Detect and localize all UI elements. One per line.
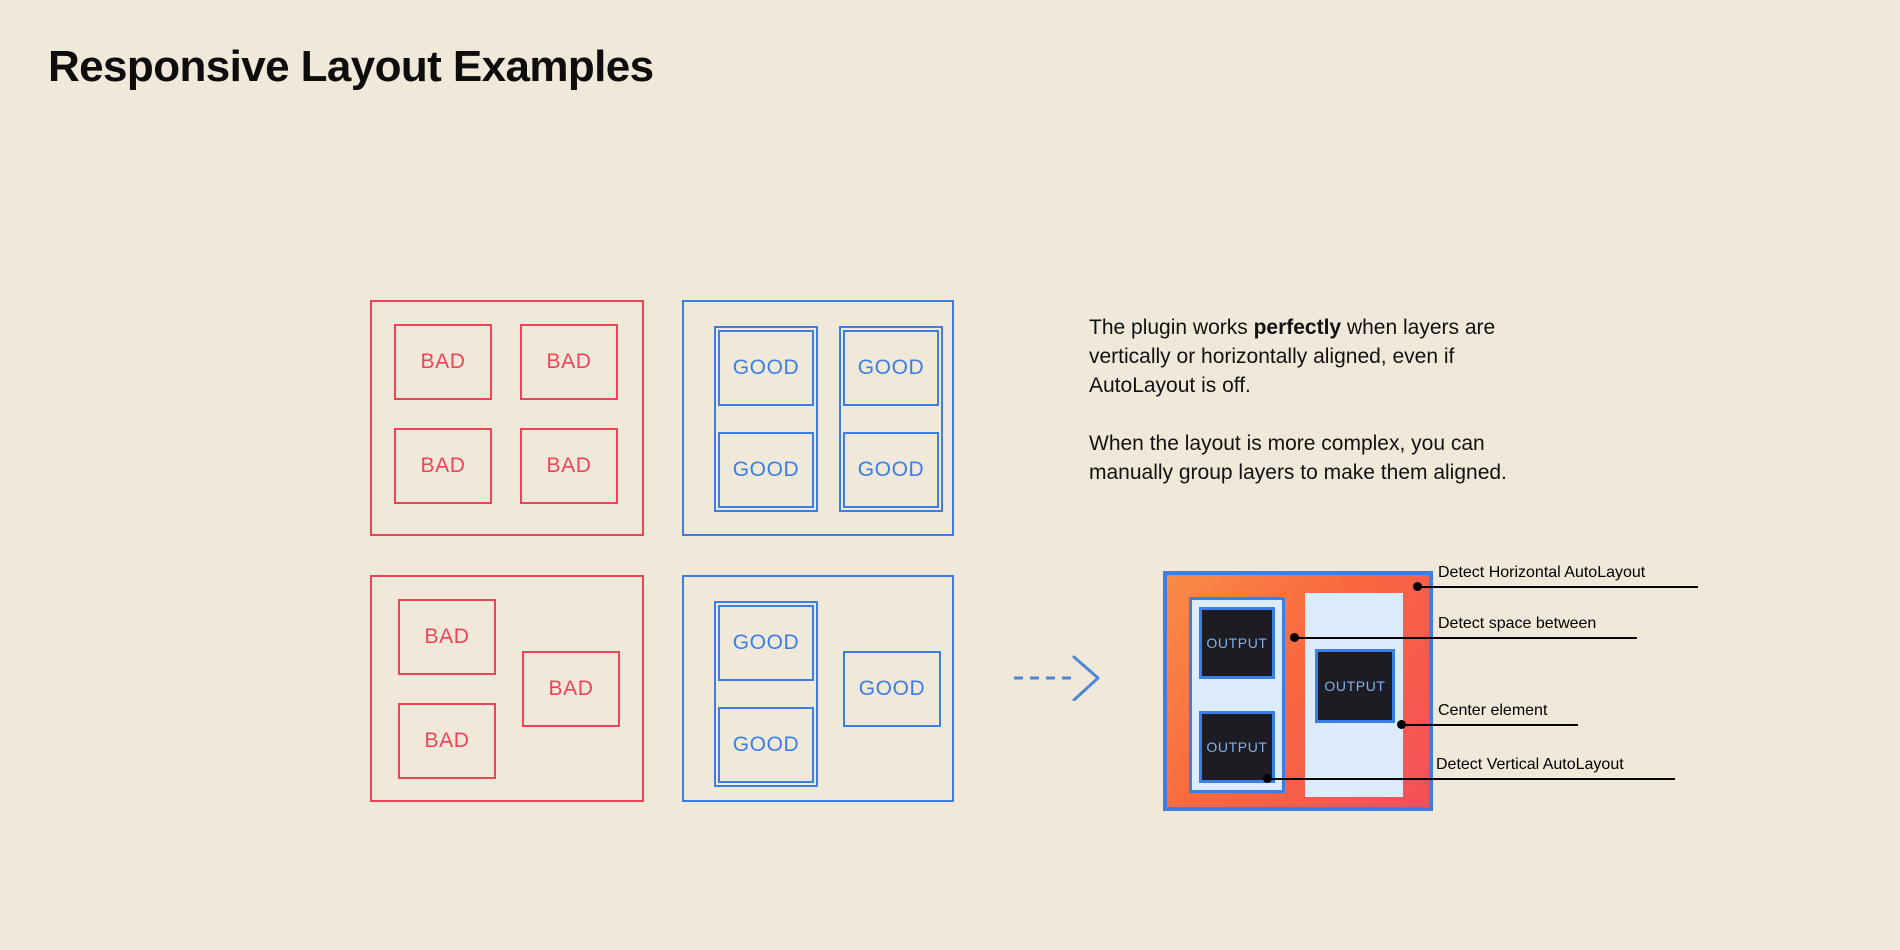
showcase-frame: OUTPUT OUTPUT OUTPUT xyxy=(1163,571,1433,811)
cell-label: GOOD xyxy=(732,356,800,379)
cell-label: GOOD xyxy=(732,458,800,481)
showcase-right-column: OUTPUT xyxy=(1305,593,1403,797)
cell-good: GOOD xyxy=(843,432,939,508)
example-panel-bottom-good: GOOD GOOD GOOD xyxy=(682,575,954,802)
cell-label: GOOD xyxy=(858,677,926,700)
paragraph-two-text: When the layout is more complex, you can… xyxy=(1089,432,1507,484)
example-panel-bottom-bad: BAD BAD BAD xyxy=(370,575,644,802)
callout-rule xyxy=(1266,778,1675,780)
cell-label: GOOD xyxy=(857,458,925,481)
showcase-left-group: OUTPUT OUTPUT xyxy=(1189,597,1285,793)
cell-label: BAD xyxy=(424,625,470,648)
output-box: OUTPUT xyxy=(1315,649,1395,723)
output-box: OUTPUT xyxy=(1199,607,1275,679)
cell-bad: BAD xyxy=(520,428,618,504)
group-rect-left xyxy=(714,326,818,512)
paragraph-one-lead: The plugin works xyxy=(1089,316,1254,339)
cell-bad: BAD xyxy=(520,324,618,400)
group-rect-right xyxy=(839,326,943,512)
callout-rule xyxy=(1416,586,1698,588)
example-panel-top-good: GOOD GOOD GOOD GOOD xyxy=(682,300,954,536)
output-box: OUTPUT xyxy=(1199,711,1275,783)
cell-good: GOOD xyxy=(718,605,814,681)
paragraph-two: When the layout is more complex, you can… xyxy=(1089,429,1529,487)
cell-label: GOOD xyxy=(732,631,800,654)
paragraph-one-tail: when layers are vertically or horizontal… xyxy=(1089,316,1496,397)
callout-label: Detect Vertical AutoLayout xyxy=(1436,756,1624,773)
dashed-arrow-right-icon xyxy=(1012,655,1102,702)
cell-label: BAD xyxy=(424,729,470,752)
cell-label: GOOD xyxy=(732,733,800,756)
cell-label: BAD xyxy=(546,350,592,373)
cell-label: BAD xyxy=(548,677,594,700)
cell-label: GOOD xyxy=(857,356,925,379)
output-label: OUTPUT xyxy=(1324,678,1386,694)
cell-label: BAD xyxy=(420,350,466,373)
paragraph-one-emphasis: perfectly xyxy=(1253,316,1342,339)
cell-bad: BAD xyxy=(394,428,492,504)
cell-good: GOOD xyxy=(843,330,939,406)
example-panel-top-bad: BAD BAD BAD BAD xyxy=(370,300,644,536)
cell-good: GOOD xyxy=(843,651,941,727)
cell-bad: BAD xyxy=(522,651,620,727)
cell-bad: BAD xyxy=(398,703,496,779)
callout-rule xyxy=(1293,637,1637,639)
cell-good: GOOD xyxy=(718,432,814,508)
cell-label: BAD xyxy=(420,454,466,477)
output-label: OUTPUT xyxy=(1206,635,1268,651)
output-label: OUTPUT xyxy=(1206,739,1268,755)
callout-label: Detect space between xyxy=(1438,615,1597,632)
cell-label: BAD xyxy=(546,454,592,477)
cell-good: GOOD xyxy=(718,330,814,406)
paragraph-one: The plugin works perfectly when layers a… xyxy=(1089,313,1529,400)
callout-label: Center element xyxy=(1438,702,1548,719)
callout-label: Detect Horizontal AutoLayout xyxy=(1438,564,1646,581)
group-rect-left xyxy=(714,601,818,787)
page-title: Responsive Layout Examples xyxy=(48,42,654,91)
callout-rule xyxy=(1400,724,1578,726)
cell-good: GOOD xyxy=(718,707,814,783)
cell-bad: BAD xyxy=(394,324,492,400)
cell-bad: BAD xyxy=(398,599,496,675)
